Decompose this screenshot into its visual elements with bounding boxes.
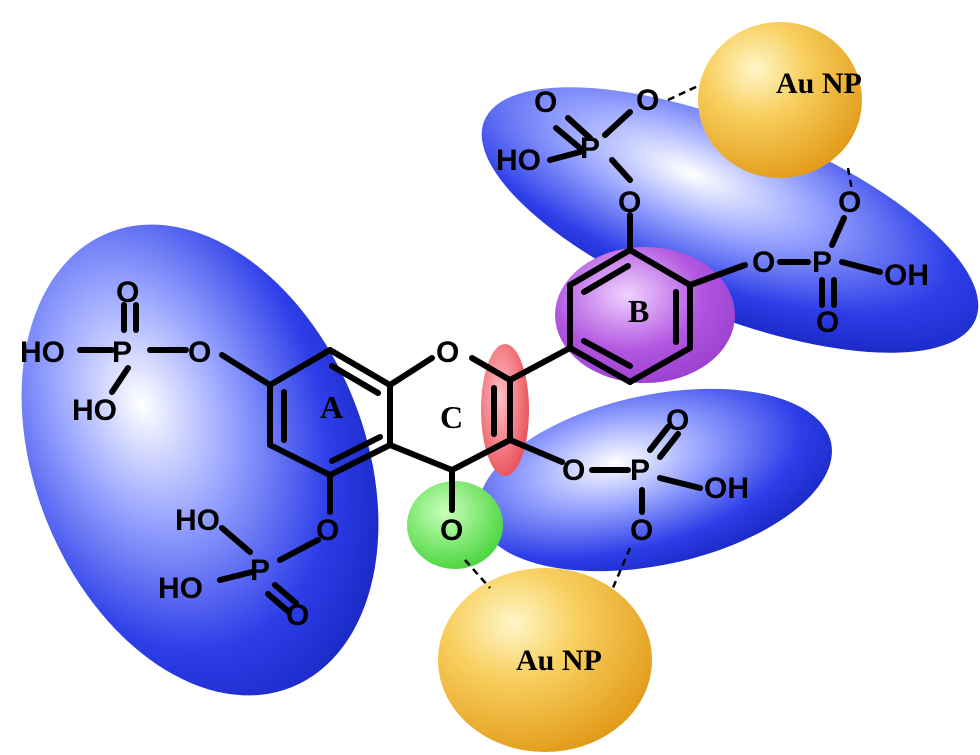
atom-4p-p-oxo: O <box>816 306 839 339</box>
atom-5-ho-1: HO <box>175 504 220 537</box>
atom-3p-p: P <box>580 132 600 165</box>
atom-5-p: P <box>250 554 270 587</box>
atom-7-p-oxo: O <box>116 276 139 309</box>
atom-3p-bridge-o: O <box>636 84 659 117</box>
atom-o-ring: O <box>436 336 459 369</box>
atom-5-ho-2: HO <box>158 572 203 605</box>
atom-3-p-bridge-o: O <box>630 514 653 547</box>
au-np-bottom <box>438 568 652 752</box>
atom-4p-o: O <box>752 246 775 279</box>
au-np-top-label: Au NP <box>776 67 862 100</box>
atom-5-o: O <box>316 514 339 547</box>
atom-7-ho-2: HO <box>72 394 117 427</box>
atom-5-p-oxo: O <box>286 599 309 632</box>
blue-region-ring-b-phosphates <box>481 87 979 353</box>
ring-c-label: C <box>440 399 463 435</box>
atom-labels: O O P O HO HO O P O HO HO O O P O OH O O… <box>20 84 929 632</box>
atom-3-oh: OH <box>704 472 749 505</box>
au-np-bottom-label: Au NP <box>516 644 602 677</box>
atom-3p-p-oxo: O <box>534 86 557 119</box>
atom-3-p: P <box>630 454 650 487</box>
atom-3p-o: O <box>618 186 641 219</box>
blue-region-position-3-phosphate <box>478 388 832 572</box>
atom-3p-ho: HO <box>496 144 541 177</box>
ring-a-label: A <box>320 389 343 425</box>
atom-4p-bridge-o: O <box>838 186 861 219</box>
atom-4p-p: P <box>812 246 832 279</box>
ring-b-label: B <box>628 293 649 329</box>
c2-c3-bond-highlight <box>481 344 529 476</box>
o4-highlight <box>407 481 503 569</box>
molecular-bonds <box>77 109 883 615</box>
atom-7-p: P <box>112 336 132 369</box>
atom-7-ho-1: HO <box>20 336 65 369</box>
au-np-top <box>698 22 862 178</box>
blue-region-ring-a-phosphates <box>21 224 379 696</box>
atom-4-o: O <box>440 514 463 547</box>
atom-3-p-oxo: O <box>666 404 689 437</box>
atom-3-o: O <box>562 454 585 487</box>
coordination-dashes <box>464 83 854 591</box>
atom-4p-oh: OH <box>884 259 929 292</box>
atom-7-o: O <box>188 336 211 369</box>
